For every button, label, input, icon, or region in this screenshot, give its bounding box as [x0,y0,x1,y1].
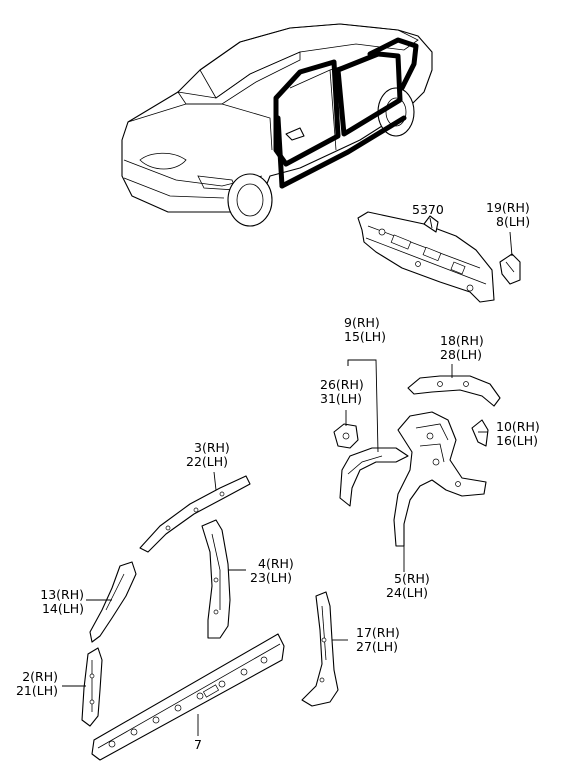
roof-rail-3-22 [139,475,251,553]
callout-19-8-line2: 8(LH) [496,214,531,229]
callout-18-28-line2: 28(LH) [440,347,483,362]
callout-18-28-line1: 18(RH) [440,333,484,348]
callout-19-8-line1: 19(RH) [486,200,530,215]
callout-9-15: 9(RH) 15(LH) [344,316,386,344]
callout-9-15-line1: 9(RH) [344,315,380,330]
callout-17-27-line1: 17(RH) [356,625,400,640]
callout-5-24-line1: 5(RH) [394,571,430,586]
callout-13-14-line1: 13(RH) [40,587,84,602]
callout-2-21: 2(RH) 21(LH) [6,670,58,698]
callout-3-22-line1: 3(RH) [194,440,230,455]
rear-pillar-17-27 [301,591,339,707]
leader-lines [62,217,513,736]
side-sill-7 [91,633,285,761]
callout-2-21-line2: 21(LH) [15,683,58,698]
callout-4-23-line1: 4(RH) [258,556,294,571]
callout-26-31-line2: 31(LH) [320,391,363,406]
front-pillar-lower-2-21 [81,647,103,727]
callout-4-23: 4(RH) 23(LH) [250,557,294,585]
callout-10-16-line2: 16(LH) [496,433,539,448]
callout-5-24: 5(RH) 24(LH) [386,572,430,600]
callout-17-27: 17(RH) 27(LH) [356,626,400,654]
callout-10-16-line1: 10(RH) [496,419,540,434]
callout-7-label: 7 [194,737,202,752]
callout-5370: 5370 [412,203,444,217]
callout-3-22-line2: 22(LH) [186,454,229,469]
callout-3-22: 3(RH) 22(LH) [186,441,230,469]
rail-18-28 [407,375,501,407]
quarter-inner-5-24 [393,411,487,547]
front-pillar-13-14 [89,561,137,643]
callout-5-24-line2: 24(LH) [386,585,429,600]
callout-26-31-line1: 26(RH) [320,377,364,392]
callout-18-28: 18(RH) 28(LH) [440,334,484,362]
callout-26-31: 26(RH) 31(LH) [320,378,364,406]
callout-7: 7 [194,738,202,752]
callout-13-14-line2: 14(LH) [41,601,84,616]
callout-5370-label: 5370 [412,202,444,217]
callout-9-15-line2: 15(LH) [344,329,387,344]
center-pillar-4-23 [201,519,231,639]
bracket-10-16 [471,419,489,447]
callout-10-16: 10(RH) 16(LH) [496,420,540,448]
bracket-19-8 [499,253,521,285]
rear-panel-part [357,211,495,303]
callout-4-23-line2: 23(LH) [250,570,293,585]
callout-13-14: 13(RH) 14(LH) [30,588,84,616]
wheel-arch-9-15 [339,447,409,507]
callout-19-8: 19(RH) 8(LH) [486,201,530,229]
callout-17-27-line2: 27(LH) [356,639,399,654]
callout-2-21-line1: 2(RH) [22,669,58,684]
vehicle-illustration [121,23,433,227]
